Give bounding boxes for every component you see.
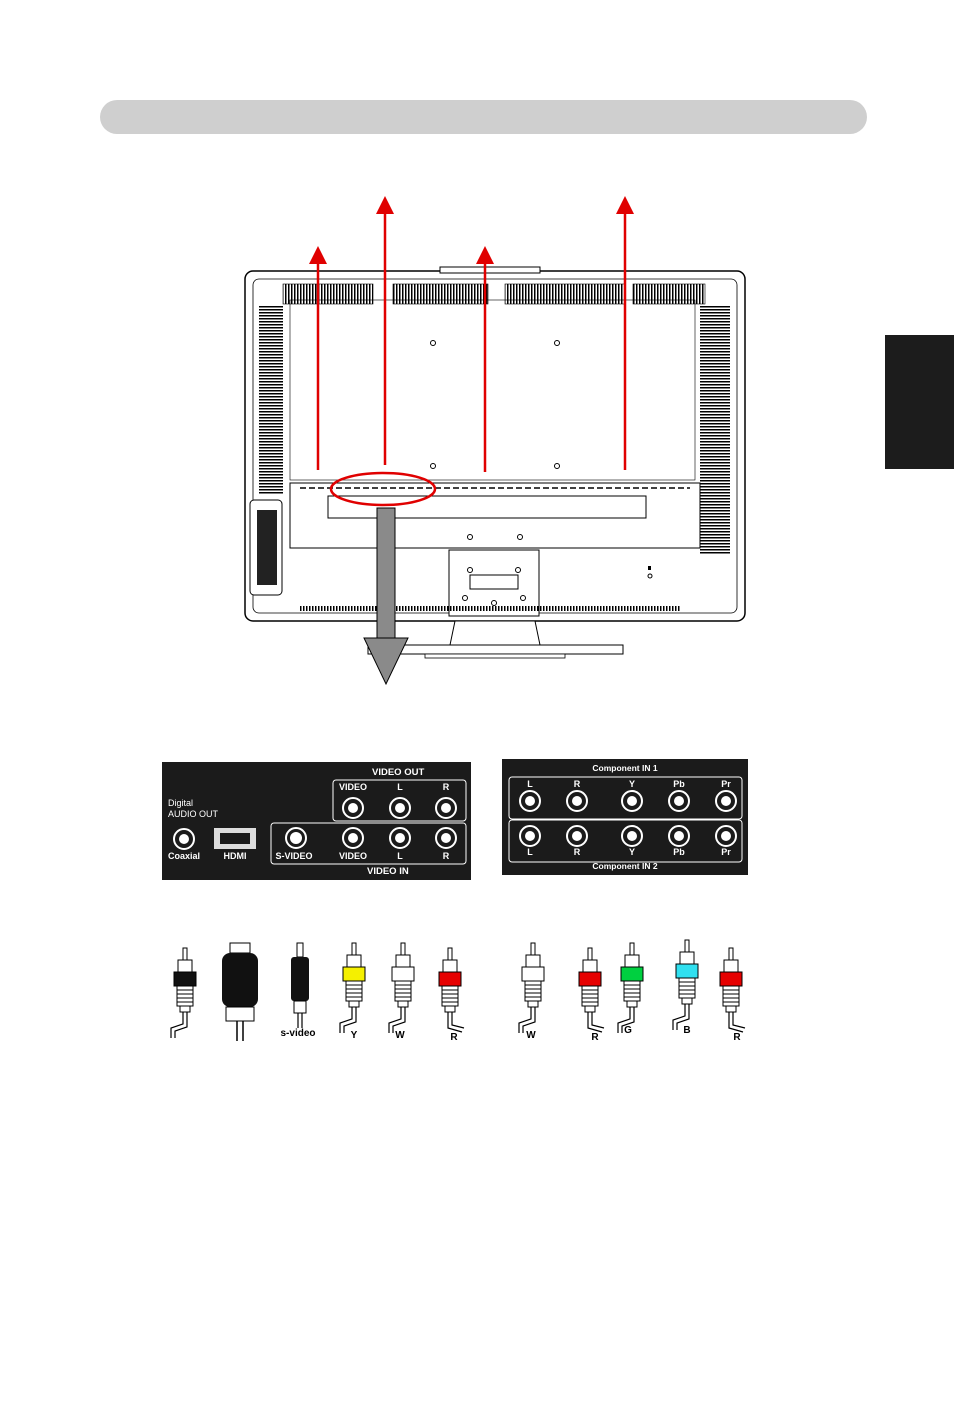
cable-label-r2: R [591,1032,598,1043]
cable-plug-5 [389,943,414,1033]
cable-label-r1: R [450,1032,457,1043]
cable-label-w1: W [395,1030,404,1041]
cable-plug-11 [720,948,745,1032]
cable-label-svideo: s-video [280,1028,315,1039]
cable-label-r3: R [733,1032,740,1043]
cable-plug-9 [618,943,643,1033]
cable-plug-4 [340,943,365,1033]
cable-label-b: B [683,1025,690,1036]
cable-plug-6 [439,948,464,1032]
cable-label-y: Y [351,1030,358,1041]
cable-plug-1 [171,948,196,1038]
cable-label-g: G [624,1025,632,1036]
cable-plug-7 [519,943,544,1033]
cable-plug-10 [673,940,698,1030]
cable-plug-8 [579,948,604,1032]
cable-label-w2: W [526,1030,535,1041]
cable-plug-2 [222,943,258,1041]
cable-plug-3 [291,943,309,1028]
